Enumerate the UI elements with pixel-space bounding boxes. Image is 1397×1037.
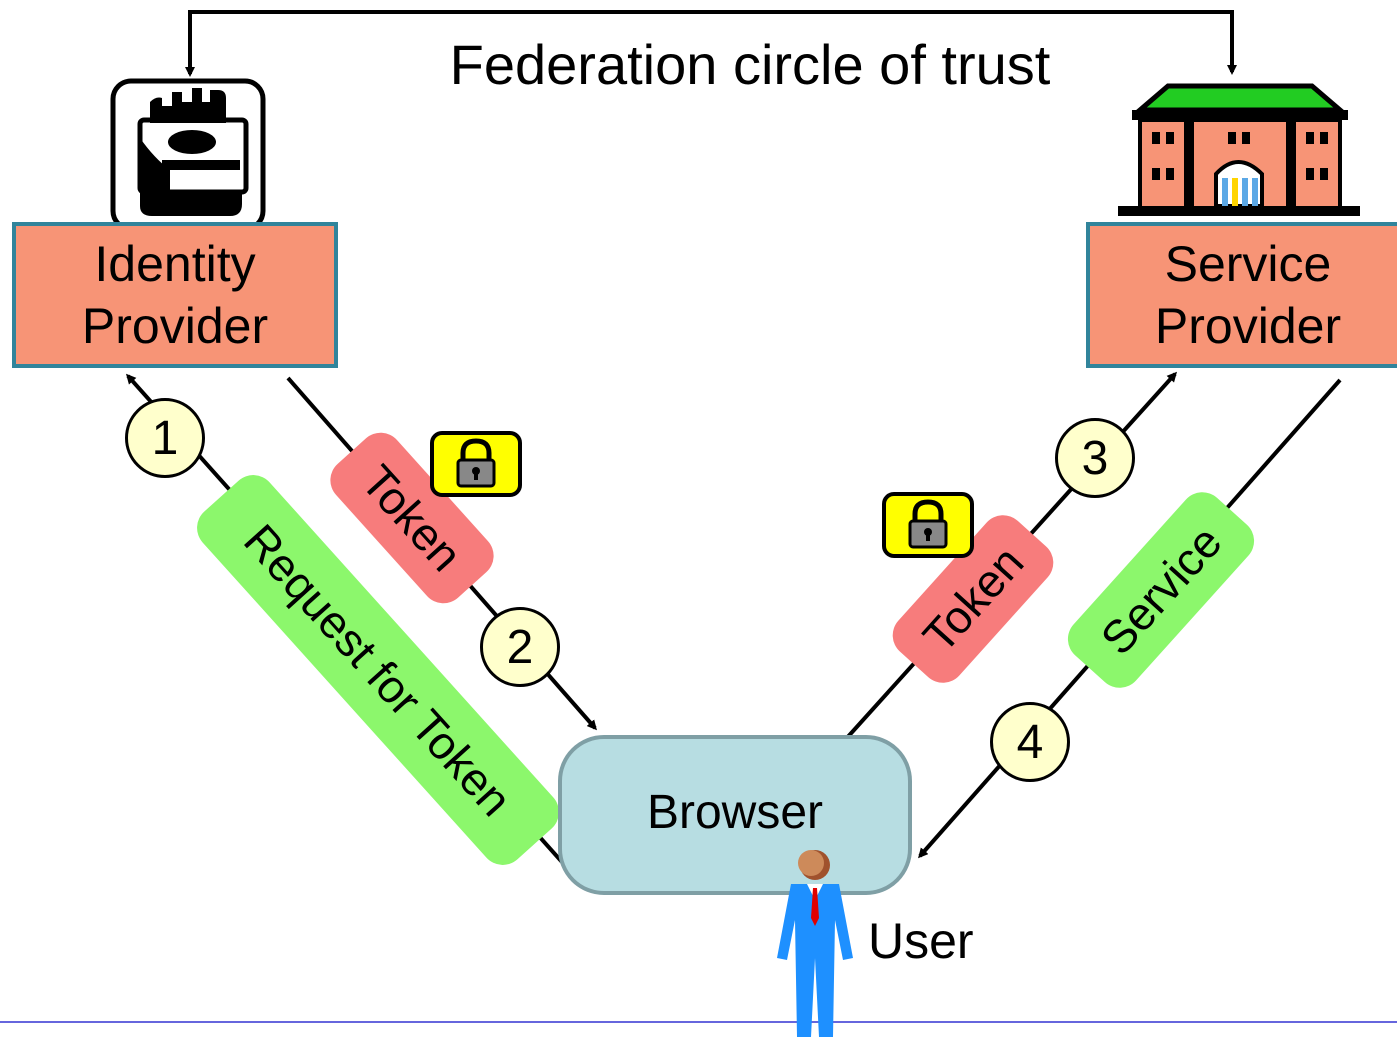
step-3-badge: 3: [1055, 418, 1135, 498]
step-4-badge: 4: [990, 702, 1070, 782]
diagram-title: Federation circle of trust: [449, 33, 1051, 96]
user-label: User: [868, 913, 974, 969]
identity-provider-line2: Provider: [81, 298, 269, 354]
browser-label: Browser: [646, 785, 824, 839]
id-card-hand-icon: [110, 78, 266, 232]
identity-provider-box: Identity Provider: [12, 222, 338, 368]
step-2-badge: 2: [480, 607, 560, 687]
service-provider-box: Service Provider: [1086, 222, 1397, 368]
lock-icon: [882, 492, 974, 558]
building-icon: [1118, 83, 1360, 216]
service-provider-line2: Provider: [1154, 298, 1342, 354]
lock-icon: [430, 431, 522, 497]
service-provider-line1: Service: [1164, 236, 1332, 292]
user-figure-icon: [777, 850, 853, 1037]
browser-box: Browser: [558, 735, 912, 895]
identity-provider-line1: Identity: [94, 236, 256, 292]
step-1-badge: 1: [125, 398, 205, 478]
